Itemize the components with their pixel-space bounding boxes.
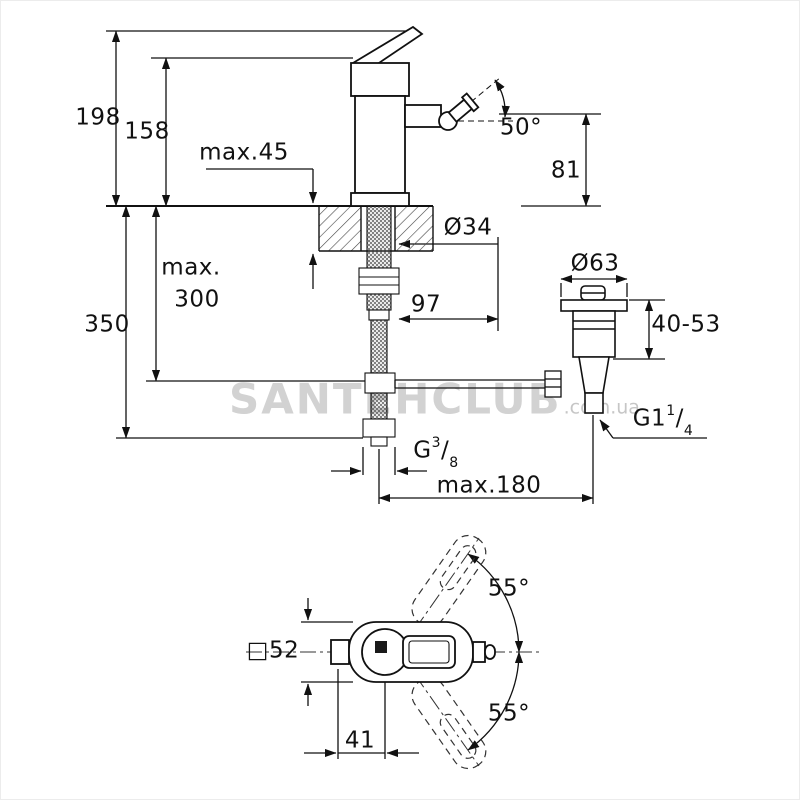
thread-drain-slash: / [675,405,684,432]
dim-label-dia63: Ø63 [570,250,620,277]
handle-mount-square [375,641,387,653]
shank-and-supply-hose [358,205,400,447]
thread-drain-denominator: 4 [683,423,694,440]
dim-label-max180: max.180 [436,472,542,499]
thread-supply-base: G [413,437,432,464]
thread-drain-base: G1 [632,405,667,432]
dim-label-square-52: □52 [246,637,300,664]
dim-label-max45: max.45 [199,139,289,166]
dim-label-max-word: max. [161,254,221,281]
angle-label-50: 50° [499,114,543,141]
dim-label-dia34: Ø34 [443,214,493,241]
drain-assembly [560,285,628,414]
thread-label-g1-1-4: G11/4 [632,402,694,438]
dim-label-300: 300 [174,286,220,313]
thread-supply-denominator: 8 [449,455,459,472]
faucet-top-view [330,621,496,683]
angle-label-55-upper: 55° [487,575,531,602]
dim-label-97: 97 [410,291,442,318]
dim-label-198: 198 [75,104,121,131]
popup-rod [394,370,562,398]
thread-label-g3-8: G3/8 [413,434,458,470]
dim-label-40-53: 40-53 [651,311,721,338]
dimension-lines [106,30,707,759]
thread-drain-numerator: 1 [666,402,676,419]
thread-supply-numerator: 3 [431,434,442,451]
angle-label-55-lower: 55° [487,700,531,727]
dim-label-81: 81 [550,157,582,184]
dim-label-41: 41 [344,727,376,754]
faucet-side-view [350,25,480,207]
dim-label-350: 350 [84,311,130,338]
square-symbol: □ [246,637,269,664]
dim-52-value: 52 [268,637,300,664]
thread-supply-slash: / [441,437,450,464]
dim-label-158: 158 [124,118,170,145]
